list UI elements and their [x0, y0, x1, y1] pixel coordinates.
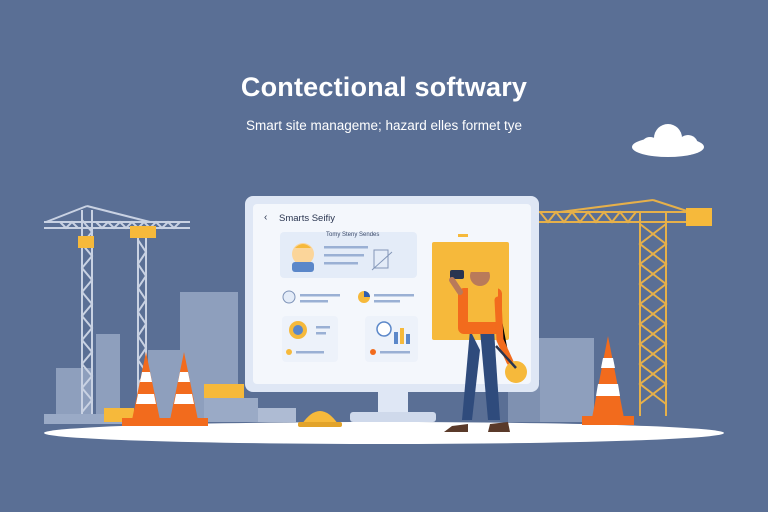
traffic-cone-icon [122, 352, 170, 426]
dashboard-card-bars[interactable] [365, 316, 418, 362]
ground [44, 422, 724, 444]
worker-icon [444, 261, 527, 432]
steps [44, 384, 296, 424]
hardhat-icon [298, 411, 342, 427]
card-title: Tomy Steny Sendes [326, 232, 380, 238]
back-icon[interactable]: ‹ [264, 212, 268, 223]
dashboard-card-chart[interactable] [282, 316, 338, 362]
app-title: Smarts Seifiy [279, 213, 335, 224]
crane-icon [530, 199, 691, 416]
crane-cab [130, 226, 156, 238]
traffic-cone-icon [160, 352, 208, 426]
traffic-cone-icon [582, 336, 634, 425]
crane-counterweight [78, 236, 94, 248]
page-title: Contectional softwary [240, 72, 528, 102]
cloud-icon [632, 124, 704, 157]
crane-counterweight [686, 208, 712, 226]
dashboard-stat-row[interactable] [282, 290, 414, 304]
page-subtitle: Smart site manageme; hazard elles formet… [245, 118, 523, 133]
dashboard-card-profile[interactable] [280, 232, 417, 278]
